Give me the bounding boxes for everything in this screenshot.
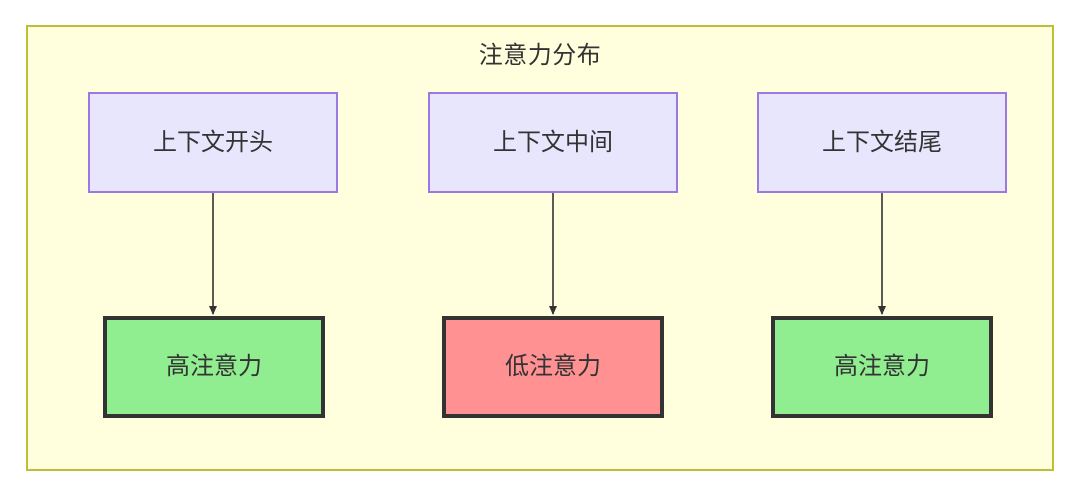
node-attention-low-middle[interactable]: 低注意力 [442,316,664,418]
node-context-middle[interactable]: 上下文中间 [428,92,678,193]
node-attention-high-start[interactable]: 高注意力 [103,316,325,418]
node-context-end[interactable]: 上下文结尾 [757,92,1007,193]
node-context-start[interactable]: 上下文开头 [88,92,338,193]
node-attention-high-end[interactable]: 高注意力 [771,316,993,418]
subgraph-title: 注意力分布 [478,42,602,69]
